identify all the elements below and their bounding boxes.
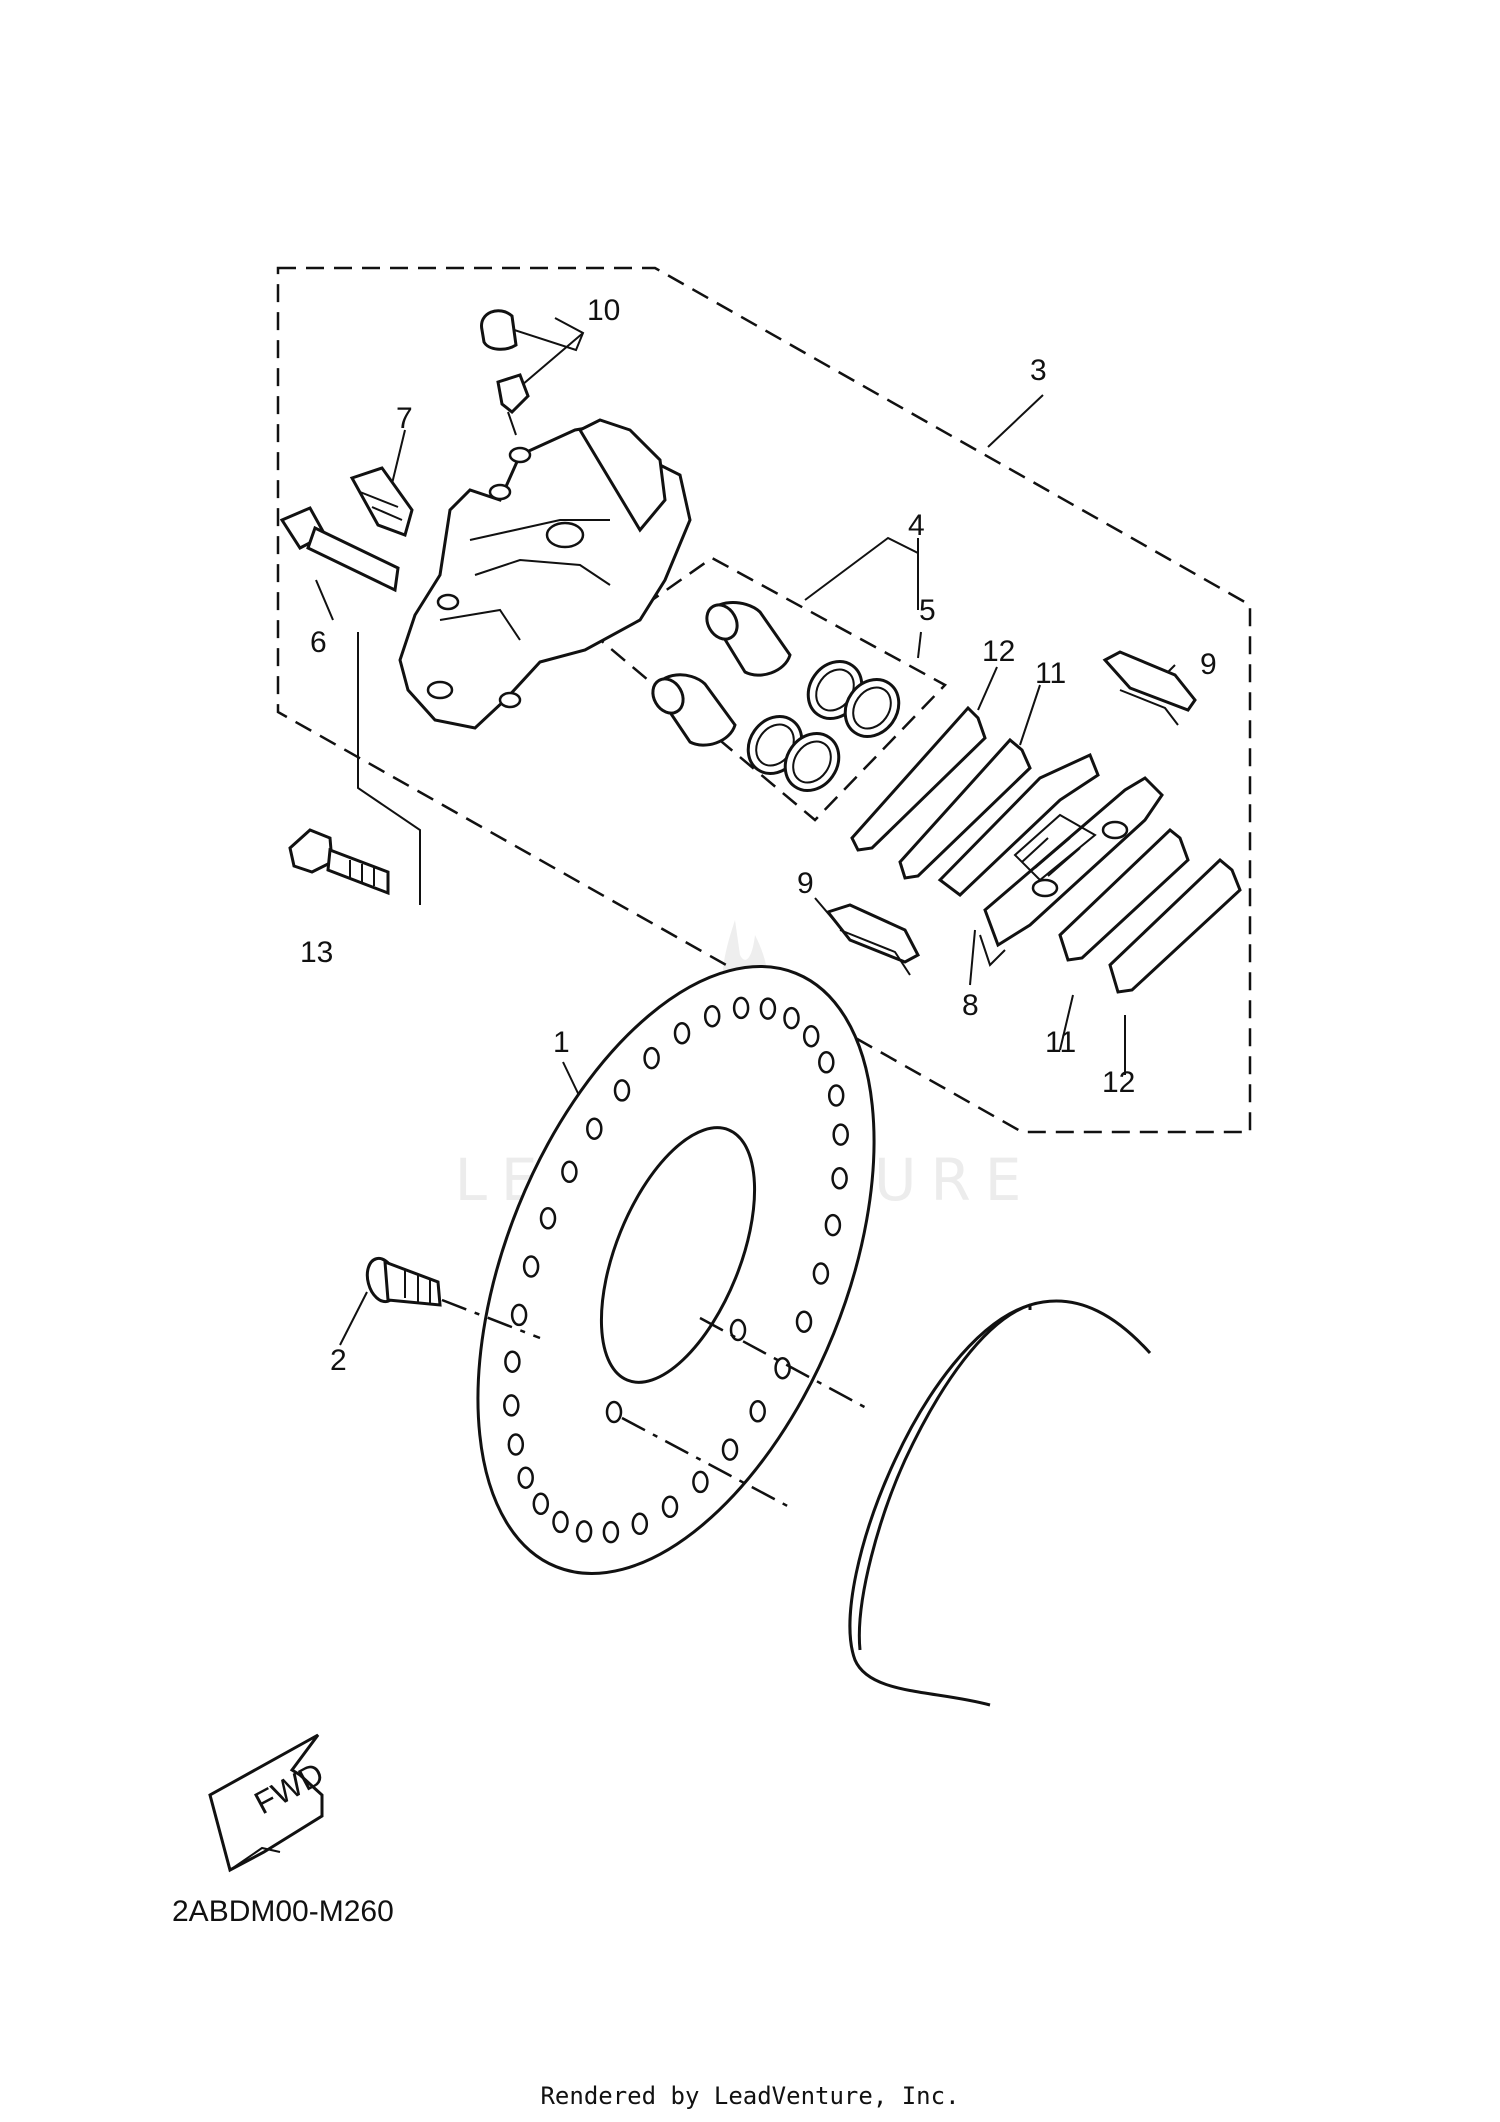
disc-vent-hole [721, 1438, 739, 1461]
caliper-assembly-outline [276, 266, 1252, 1134]
disc-vent-hole [692, 1470, 709, 1494]
callout-8: 8 [962, 989, 979, 1022]
disc-vent-hole [575, 1520, 593, 1543]
callout-2: 2 [330, 1344, 347, 1377]
disc-vent-hole [703, 1004, 721, 1028]
diagram-code: 2ABDM00-M260 [172, 1895, 394, 1928]
callout-4: 4 [908, 509, 925, 542]
callout-12-upper: 12 [982, 635, 1015, 668]
disc-vent-hole [824, 1213, 842, 1237]
disc-vent-hole [631, 1512, 649, 1536]
callouts: 10 3 7 6 4 5 12 11 9 9 8 11 12 13 1 2 [300, 294, 1217, 1377]
disc-vent-hole [602, 1520, 620, 1544]
callout-1: 1 [553, 1026, 570, 1059]
brake-disc-part [476, 965, 876, 1575]
center-line-bolt [441, 1298, 541, 1340]
seals-part [746, 660, 901, 792]
bolt-13-part [288, 828, 390, 896]
disc-vent-hole [795, 1310, 813, 1333]
callout-11-upper: 11 [1035, 657, 1066, 690]
disc-vent-hole [504, 1350, 521, 1373]
disc-vent-hole [507, 1433, 525, 1456]
disc-vent-hole [818, 1051, 835, 1074]
disc-vent-hole [510, 1303, 528, 1327]
pad-shims-lower-part [1058, 828, 1242, 994]
disc-vent-hole [832, 1123, 849, 1146]
pin-6-part [279, 506, 400, 593]
callout-11-lower: 11 [1045, 1026, 1076, 1059]
pin-7-part [349, 466, 414, 537]
disc-vent-hole [561, 1160, 578, 1184]
disc-vent-hole [503, 1394, 520, 1417]
leader-lines [315, 317, 1176, 1346]
disc-vent-hole [783, 1006, 800, 1030]
callout-6: 6 [310, 626, 327, 659]
disc-vent-hole [802, 1024, 820, 1048]
callout-5: 5 [919, 594, 936, 627]
disc-vent-hole [643, 1046, 660, 1070]
callout-9-upper: 9 [1200, 648, 1217, 681]
callout-7: 7 [396, 402, 413, 435]
fwd-arrow: FWD [208, 1733, 330, 1873]
callout-10: 10 [587, 294, 620, 327]
disc-vent-hole [831, 1167, 848, 1190]
bolt-13-bracket [357, 632, 421, 905]
bleed-valve-part [480, 309, 530, 436]
pad-shims-part [850, 705, 1032, 880]
disc-vent-hole [774, 1356, 791, 1380]
callout-13: 13 [300, 936, 333, 969]
disc-vent-hole [661, 1495, 679, 1519]
center-line-hole [621, 1416, 796, 1512]
disc-vent-hole [812, 1262, 830, 1285]
disc-vent-hole [732, 996, 750, 1020]
callout-9-lower: 9 [797, 867, 814, 900]
disc-vent-hole [586, 1117, 603, 1140]
disc-vent-hole [827, 1084, 845, 1107]
pad-springs-part [825, 650, 1197, 976]
disc-vent-hole [613, 1079, 631, 1102]
disc-vent-hole [552, 1510, 569, 1534]
piston-kit-outline [595, 556, 948, 822]
caliper-body-part [398, 418, 692, 730]
disc-vent-hole [517, 1466, 534, 1489]
center-line-hub [699, 1316, 871, 1412]
callout-12-lower: 12 [1102, 1066, 1135, 1099]
disc-vent-hole [759, 997, 777, 1020]
footer-credit: Rendered by LeadVenture, Inc. [540, 2082, 960, 2110]
brake-pads-part [937, 752, 1164, 967]
disc-bolt-part [365, 1256, 442, 1307]
disc-vent-hole [539, 1207, 557, 1230]
wheel-hub-part [848, 1299, 1152, 1707]
disc-vent-hole [532, 1492, 550, 1516]
disc-vent-hole [522, 1255, 540, 1278]
disc-vent-hole [749, 1400, 766, 1423]
pistons-part [651, 601, 792, 747]
callout-3: 3 [1030, 354, 1047, 387]
disc-vent-hole [673, 1021, 691, 1045]
